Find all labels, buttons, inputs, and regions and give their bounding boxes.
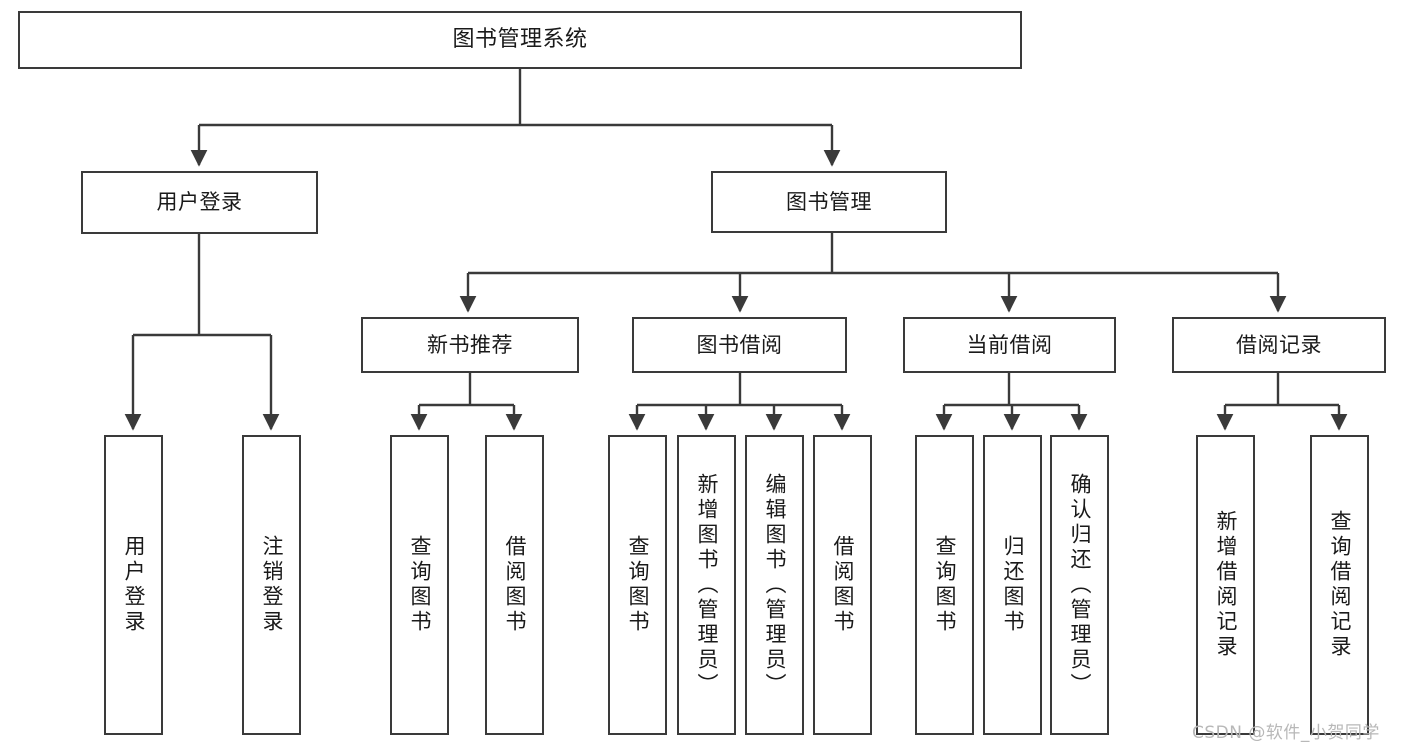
- leaf-user-login[interactable]: 用户登录: [104, 435, 163, 735]
- leaf-return-book-label: 归还图书: [1001, 535, 1025, 635]
- leaf-return-book[interactable]: 归还图书: [983, 435, 1042, 735]
- node-new-book-recommend-label: 新书推荐: [427, 332, 513, 357]
- node-current-borrow-label: 当前借阅: [966, 332, 1053, 357]
- leaf-query-book-borrow-label: 查询图书: [626, 535, 650, 635]
- leaf-user-login-label: 用户登录: [122, 535, 146, 635]
- node-user-login-label: 用户登录: [156, 190, 243, 215]
- node-root-label: 图书管理系统: [452, 26, 588, 52]
- node-current-borrow[interactable]: 当前借阅: [903, 317, 1116, 373]
- leaf-query-book-current-label: 查询图书: [933, 535, 957, 635]
- node-book-management-label: 图书管理: [786, 189, 872, 214]
- leaf-borrow-book-label: 借阅图书: [831, 535, 855, 635]
- leaf-add-book-admin-label: 新增图书（管理员）: [695, 472, 719, 698]
- node-new-book-recommend[interactable]: 新书推荐: [361, 317, 579, 373]
- leaf-query-book-borrow[interactable]: 查询图书: [608, 435, 667, 735]
- leaf-query-book-newbook-label: 查询图书: [408, 535, 432, 635]
- leaf-confirm-return-admin[interactable]: 确认归还（管理员）: [1050, 435, 1109, 735]
- leaf-add-borrow-record-label: 新增借阅记录: [1214, 510, 1238, 660]
- leaf-edit-book-admin-label: 编辑图书（管理员）: [763, 472, 787, 698]
- leaf-add-book-admin[interactable]: 新增图书（管理员）: [677, 435, 736, 735]
- node-borrow-record[interactable]: 借阅记录: [1172, 317, 1386, 373]
- node-book-borrow-label: 图书借阅: [696, 332, 783, 357]
- leaf-logout-label: 注销登录: [260, 535, 284, 635]
- leaf-edit-book-admin[interactable]: 编辑图书（管理员）: [745, 435, 804, 735]
- leaf-add-borrow-record[interactable]: 新增借阅记录: [1196, 435, 1255, 735]
- leaf-query-borrow-record[interactable]: 查询借阅记录: [1310, 435, 1369, 735]
- leaf-logout[interactable]: 注销登录: [242, 435, 301, 735]
- csdn-watermark: CSDN @软件_小贺同学: [1192, 723, 1380, 743]
- leaf-borrow-book-newbook-label: 借阅图书: [503, 535, 527, 635]
- leaf-confirm-return-admin-label: 确认归还（管理员）: [1068, 472, 1092, 698]
- node-borrow-record-label: 借阅记录: [1236, 332, 1322, 357]
- leaf-query-book-current[interactable]: 查询图书: [915, 435, 974, 735]
- node-root[interactable]: 图书管理系统: [18, 11, 1022, 69]
- leaf-query-book-newbook[interactable]: 查询图书: [390, 435, 449, 735]
- node-book-management[interactable]: 图书管理: [711, 171, 947, 233]
- node-book-borrow[interactable]: 图书借阅: [632, 317, 847, 373]
- node-user-login[interactable]: 用户登录: [81, 171, 318, 234]
- leaf-borrow-book-newbook[interactable]: 借阅图书: [485, 435, 544, 735]
- leaf-borrow-book[interactable]: 借阅图书: [813, 435, 872, 735]
- leaf-query-borrow-record-label: 查询借阅记录: [1328, 510, 1352, 660]
